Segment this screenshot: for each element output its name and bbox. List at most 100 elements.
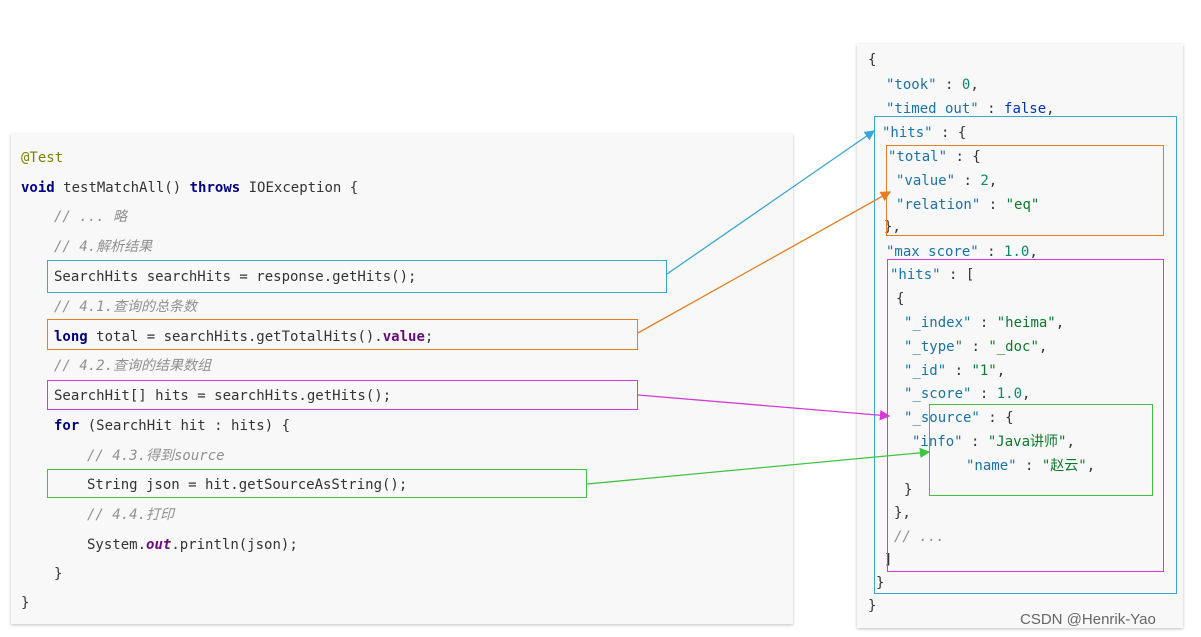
json-comma: ,	[1022, 386, 1031, 402]
json-key-type: "_type"	[904, 339, 964, 355]
json-key-hits: "hits"	[882, 125, 933, 141]
json-sep: :	[946, 363, 972, 379]
json-highlight-total	[886, 145, 1164, 236]
json-sep: :	[962, 434, 988, 450]
json-key-index: "_index"	[904, 315, 972, 331]
json-key-id: "_id"	[904, 363, 947, 379]
json-score: "_score" : 1.0,	[904, 385, 1030, 403]
json-val-value: 2	[980, 173, 989, 189]
json-item-close: },	[894, 505, 911, 521]
json-comma: ,	[1086, 458, 1096, 474]
json-comma: ,	[970, 77, 979, 93]
json-sep: :	[978, 244, 1005, 260]
json-key-score: "_score"	[904, 386, 972, 402]
code-line-json: String json = hit.getSourceAsString();	[87, 477, 408, 493]
comment-omit: // ... 略	[54, 209, 128, 225]
json-sep: :	[971, 315, 997, 331]
json-key-relation: "relation"	[896, 197, 981, 213]
arrow-json-to-source	[586, 447, 931, 485]
json-comma: ,	[1038, 339, 1048, 355]
total-mid: total = searchHits.getTotalHits().	[96, 329, 383, 345]
json-sep: :	[936, 77, 962, 93]
comment-source: // 4.3.得到source	[87, 448, 225, 464]
comment-print: // 4.4.打印	[87, 507, 175, 523]
json-highlight-hits	[874, 116, 1177, 594]
json-obj-open: : {	[979, 410, 1014, 426]
json-source-close: }	[904, 482, 913, 498]
json-arr-open: : [	[940, 267, 975, 283]
print-field-out: out	[146, 537, 172, 553]
print-a: System.	[87, 537, 147, 553]
watermark: CSDN @Henrik-Yao	[1020, 611, 1156, 628]
code-line-annotation: @Test	[21, 149, 63, 167]
json-key-total: "total"	[888, 149, 948, 165]
json-total: "total" : {	[888, 148, 981, 166]
close-brace-outer: }	[21, 595, 30, 611]
json-response-panel	[857, 44, 1183, 628]
json-relation: "relation" : "eq"	[896, 196, 1039, 214]
total-end: ;	[424, 329, 434, 345]
json-more-comment: // ...	[894, 529, 945, 545]
json-key-took: "took"	[886, 77, 937, 93]
kw-throws: throws	[189, 180, 241, 196]
comment-total: // 4.1.查询的总条数	[54, 299, 198, 315]
code-line-print: System.out.println(json);	[87, 536, 298, 554]
json-key-source: "_source"	[904, 410, 980, 426]
close-brace-inner: }	[54, 566, 63, 582]
code-line-searchhits: SearchHits searchHits = response.getHits…	[54, 269, 417, 285]
json-obj-open: : {	[932, 125, 967, 141]
json-comma: ,	[1046, 101, 1055, 117]
json-item-open: {	[896, 291, 905, 307]
json-val-type: "_doc"	[988, 339, 1039, 355]
json-comma: ,	[1066, 434, 1075, 450]
json-timed-out: "timed_out" : false,	[886, 100, 1055, 118]
highlight-hits-array	[47, 380, 638, 410]
json-val-took: 0	[961, 77, 971, 93]
kw-for: for	[54, 418, 80, 434]
json-key-value: "value"	[896, 173, 956, 189]
json-val-max-score: 1.0	[1004, 244, 1030, 260]
code-line-array: SearchHit[] hits = searchHits.getHits();	[54, 388, 392, 404]
print-b: .println(json);	[171, 537, 298, 553]
json-root-open: {	[868, 52, 877, 68]
code-line-method: void testMatchAll() throws IOException {	[21, 179, 358, 197]
json-took: "took" : 0,	[886, 76, 979, 94]
json-info: "info" : "Java讲师",	[912, 433, 1075, 451]
json-val-id: "1"	[971, 363, 997, 379]
json-val-name: "赵云"	[1041, 458, 1087, 474]
for-rest: (SearchHit hit : hits) {	[87, 418, 291, 434]
arrow-array-to-hits-array	[637, 394, 891, 421]
json-hits-array: "hits" : [	[890, 266, 974, 284]
json-comma: ,	[1055, 315, 1065, 331]
json-sep: :	[978, 101, 1005, 117]
json-comma: ,	[1029, 244, 1038, 260]
json-val-info: "Java讲师"	[987, 434, 1067, 450]
highlight-total	[47, 319, 638, 350]
arrow-total-to-total	[637, 191, 892, 334]
json-key-max-score: "max_score"	[886, 244, 979, 260]
json-value: "value" : 2,	[896, 172, 997, 190]
json-sep: :	[1016, 458, 1042, 474]
json-name: "name" : "赵云",	[966, 457, 1095, 475]
annotation-test: @Test	[21, 150, 64, 166]
json-key-info: "info"	[912, 434, 963, 450]
json-hits-close: }	[876, 575, 885, 591]
json-obj-open: : {	[947, 149, 981, 165]
highlight-source-json	[47, 469, 587, 498]
json-type: "_type" : "_doc",	[904, 338, 1047, 356]
method-signature: testMatchAll()	[63, 180, 182, 196]
json-root-close: }	[868, 598, 877, 614]
total-value-prop: value	[382, 329, 425, 345]
json-val-index: "heima"	[996, 315, 1056, 331]
kw-long: long	[54, 329, 88, 345]
json-sep: :	[971, 386, 997, 402]
kw-void: void	[21, 180, 55, 196]
json-max-score: "max_score" : 1.0,	[886, 243, 1038, 261]
json-total-close: },	[884, 219, 901, 235]
json-array-close: ]	[884, 552, 893, 568]
json-sep: :	[963, 339, 989, 355]
json-key-hits-array: "hits"	[890, 267, 941, 283]
comment-parse: // 4.解析结果	[54, 239, 153, 255]
json-val-timed-out: false	[1004, 101, 1047, 117]
json-val-score: 1.0	[996, 386, 1023, 402]
